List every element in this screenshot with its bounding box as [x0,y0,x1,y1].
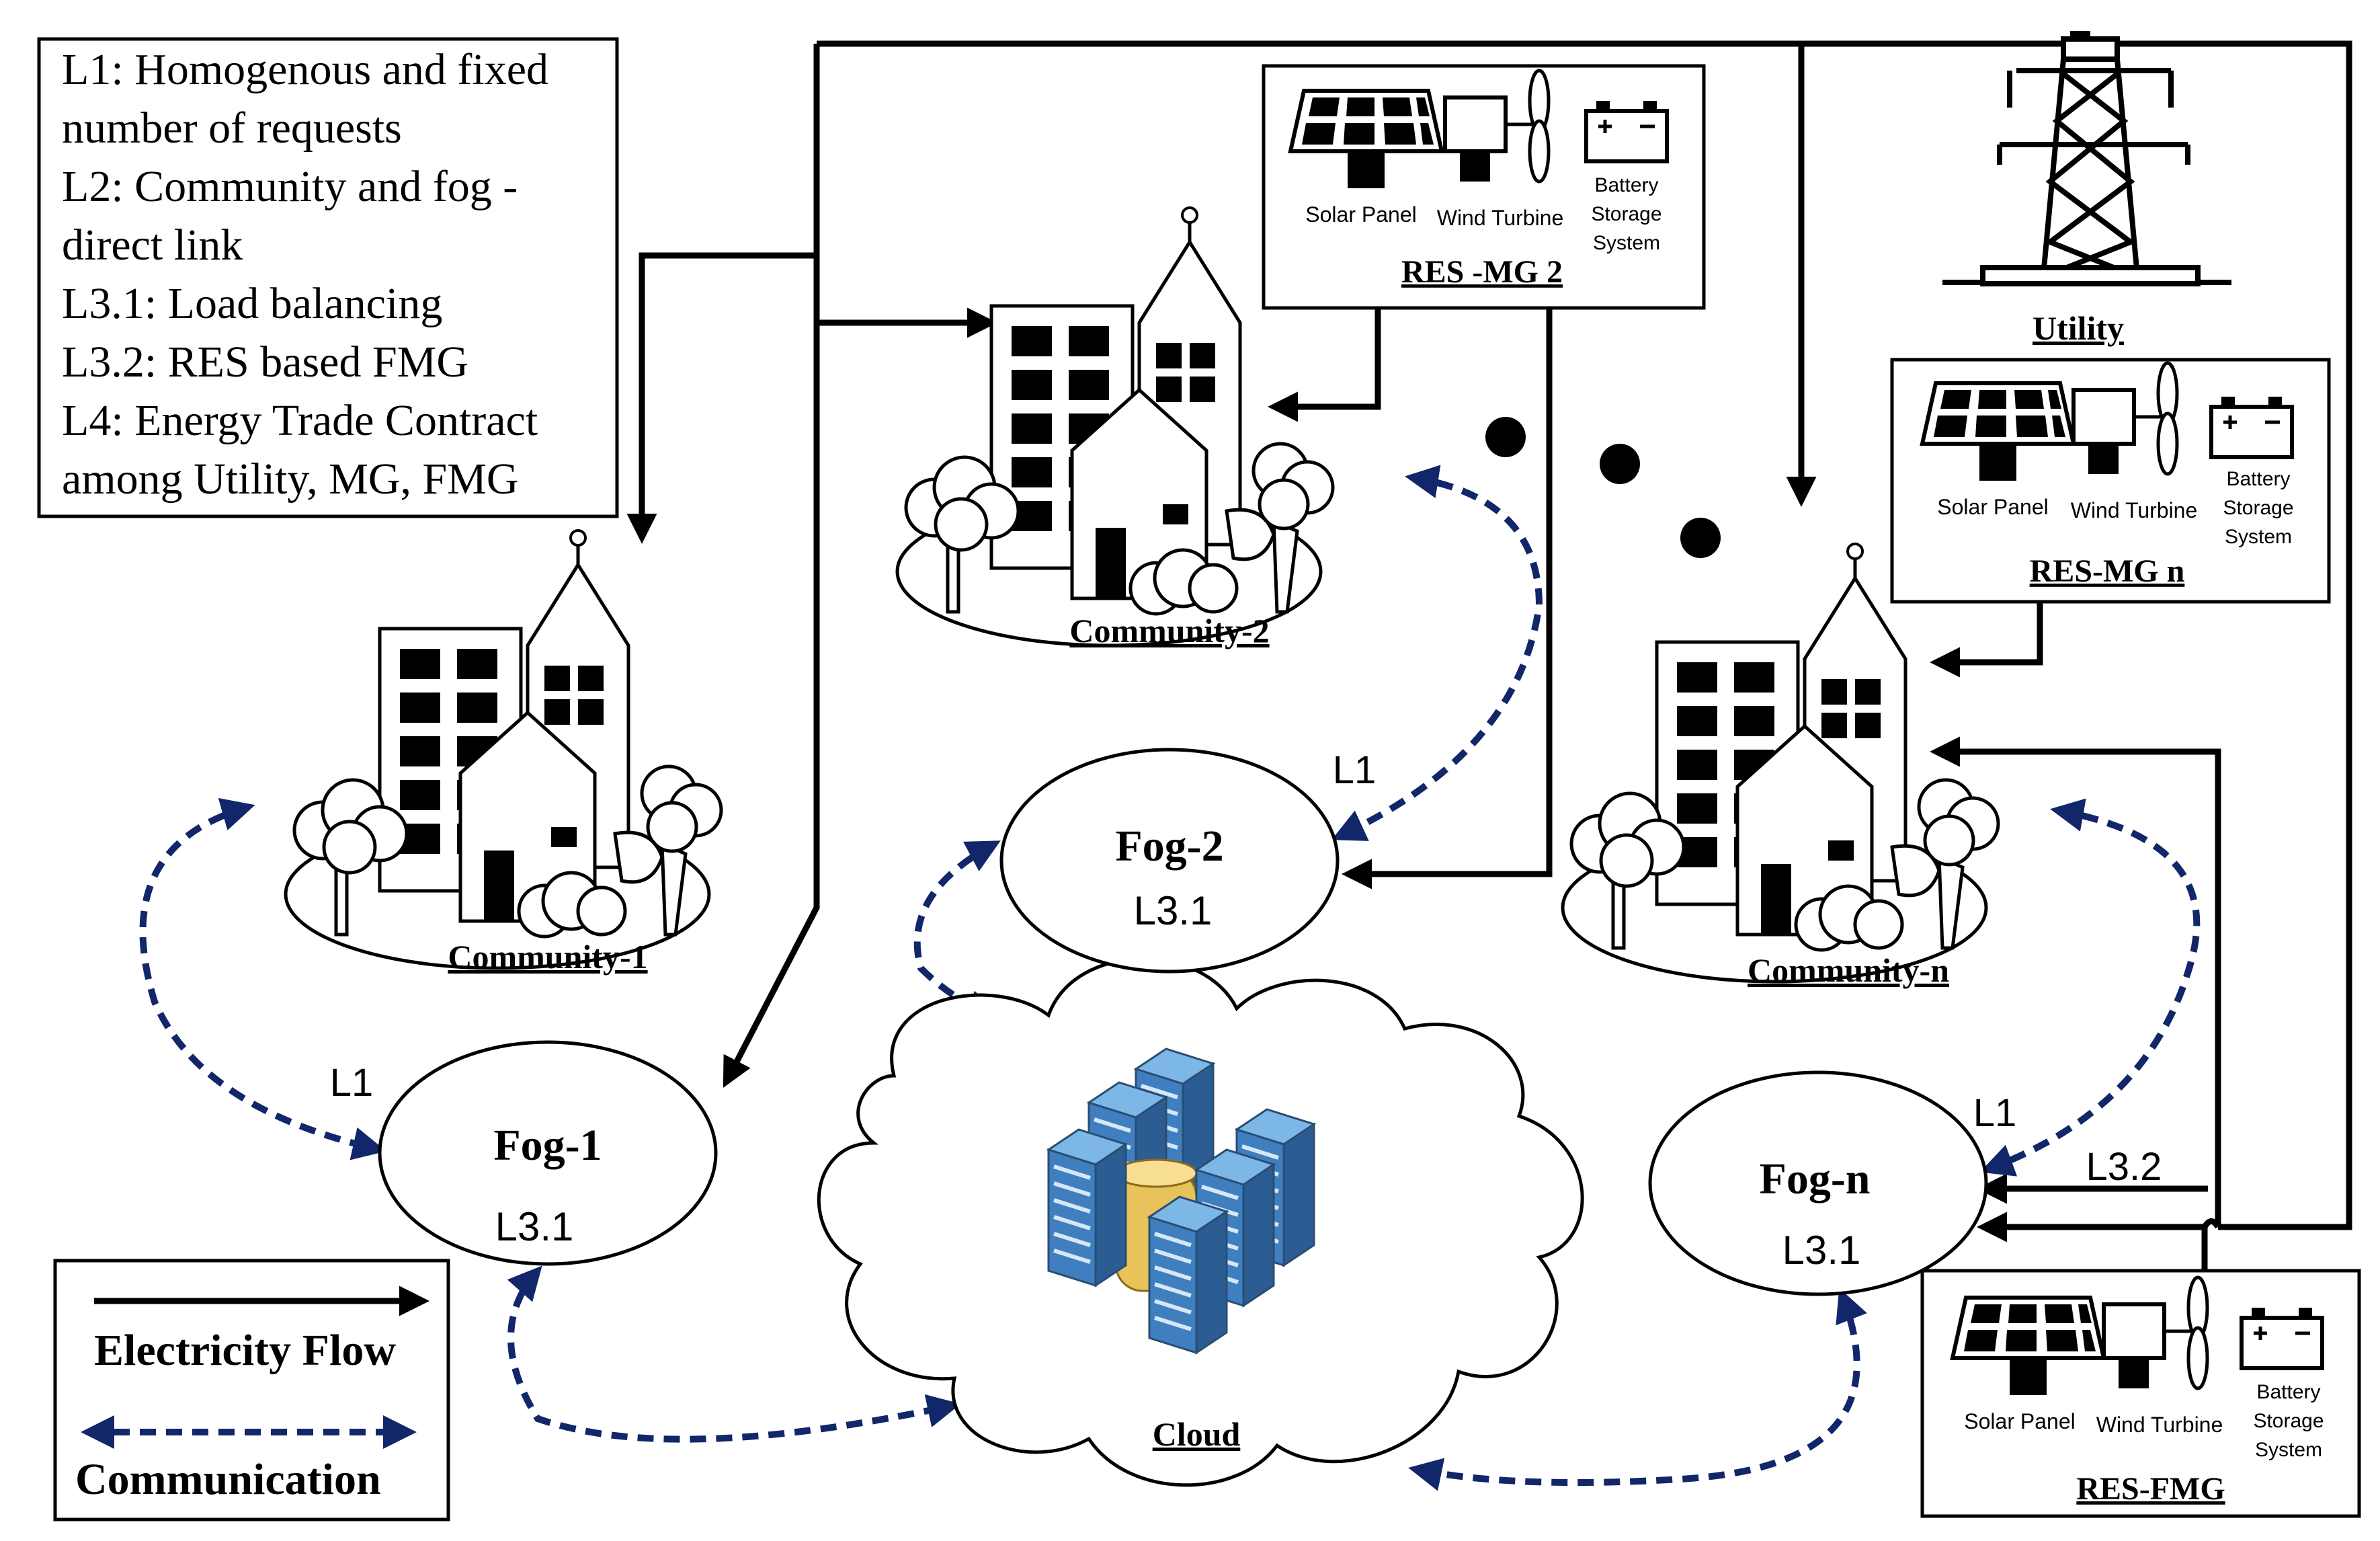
legend-line-6: L3.2: RES based FMG [62,338,468,387]
battery-icon [2242,1308,2322,1368]
res-mg-n-title: RES-MG n [2030,553,2185,589]
fog-n-level: L3.1 [1782,1228,1861,1273]
flow-legend: Electricity Flow Communication [53,1259,450,1522]
res-mg-2: Solar Panel Wind Turbine Battery Storage… [1262,64,1706,310]
fog-2-level: L3.1 [1134,888,1213,933]
fog-2: Fog-2 L3.1 [999,748,1340,974]
transmission-tower-icon [1942,31,2231,286]
res-fmg-title: RES-FMG [2076,1471,2225,1507]
res-mg-2-title: RES -MG 2 [1401,254,1563,290]
battery-label-3: System [2255,1439,2322,1461]
solar-panel-label: Solar Panel [1937,495,2048,519]
fog-1-name: Fog-1 [493,1121,602,1170]
level-legend-box: L1: Homogenous and fixed number of reque… [37,37,619,518]
l1-label-fog-1: L1 [330,1061,374,1105]
community-n: Community-n [1563,544,1998,989]
legend-line-5: L3.1: Load balancing [62,279,442,328]
battery-label-2: Storage [2223,497,2293,519]
legend-line-2: number of requests [62,104,402,153]
community-buildings-icon [1563,544,1998,982]
communication-label: Communication [75,1455,381,1504]
legend-line-7: L4: Energy Trade Contract [62,396,538,445]
cloud: Cloud [817,957,1584,1487]
fog-1-level: L3.1 [495,1204,574,1249]
solar-panel-label: Solar Panel [1964,1409,2075,1433]
community-n-label: Community-n [1748,951,1949,989]
fog-2-name: Fog-2 [1115,822,1223,871]
svg-text:L1: Homogenous and fixed: L1: Homogenous and fixed number of reque… [62,45,560,504]
battery-label-1: Battery [2256,1381,2320,1403]
fog-1: Fog-1 L3.1 [378,1040,718,1266]
battery-label-1: Battery [2226,468,2290,490]
l1-label-fog-2: L1 [1333,748,1377,792]
l32-label: L3.2 [2086,1145,2162,1189]
battery-label-3: System [1593,232,1660,254]
battery-label-2: Storage [2253,1410,2324,1432]
res-fmg: Solar Panel Wind Turbine Battery Storage… [1920,1269,2361,1518]
community-1: Community-1 [286,530,721,976]
battery-icon [1586,101,1667,161]
legend-line-4: direct link [62,221,243,270]
community-buildings-icon [286,530,721,968]
l1-label-fog-n: L1 [1973,1091,2017,1135]
utility-label: Utility [2033,309,2124,347]
battery-label-1: Battery [1594,174,1658,196]
fog-n-name: Fog-n [1760,1154,1871,1203]
fog-n: Fog-n L3.1 [1648,1070,1988,1296]
ellipsis-dots [1485,417,1721,558]
res-mg-n: Solar Panel Wind Turbine Battery Storage… [1890,358,2331,604]
community-2: Community-2 [897,208,1333,649]
legend-line-8: among Utility, MG, FMG [62,455,519,504]
data-center-servers-icon [1049,1049,1314,1353]
utility: Utility [1942,31,2231,347]
community-1-label: Community-1 [448,938,647,976]
wind-turbine-label: Wind Turbine [2071,498,2198,522]
solar-panel-label: Solar Panel [1305,202,1416,227]
wind-turbine-label: Wind Turbine [1437,206,1564,230]
legend-line-1: L1: Homogenous and fixed [62,45,548,94]
electricity-flow-label: Electricity Flow [94,1326,396,1375]
community-2-label: Community-2 [1069,612,1269,649]
battery-icon [2211,397,2292,457]
battery-label-2: Storage [1591,203,1661,225]
wind-turbine-label: Wind Turbine [2096,1413,2223,1437]
cloud-label: Cloud [1153,1415,1241,1453]
electricity-lines [626,40,2352,1271]
legend-line-3: L2: Community and fog - [62,162,518,211]
battery-label-3: System [2225,526,2292,548]
